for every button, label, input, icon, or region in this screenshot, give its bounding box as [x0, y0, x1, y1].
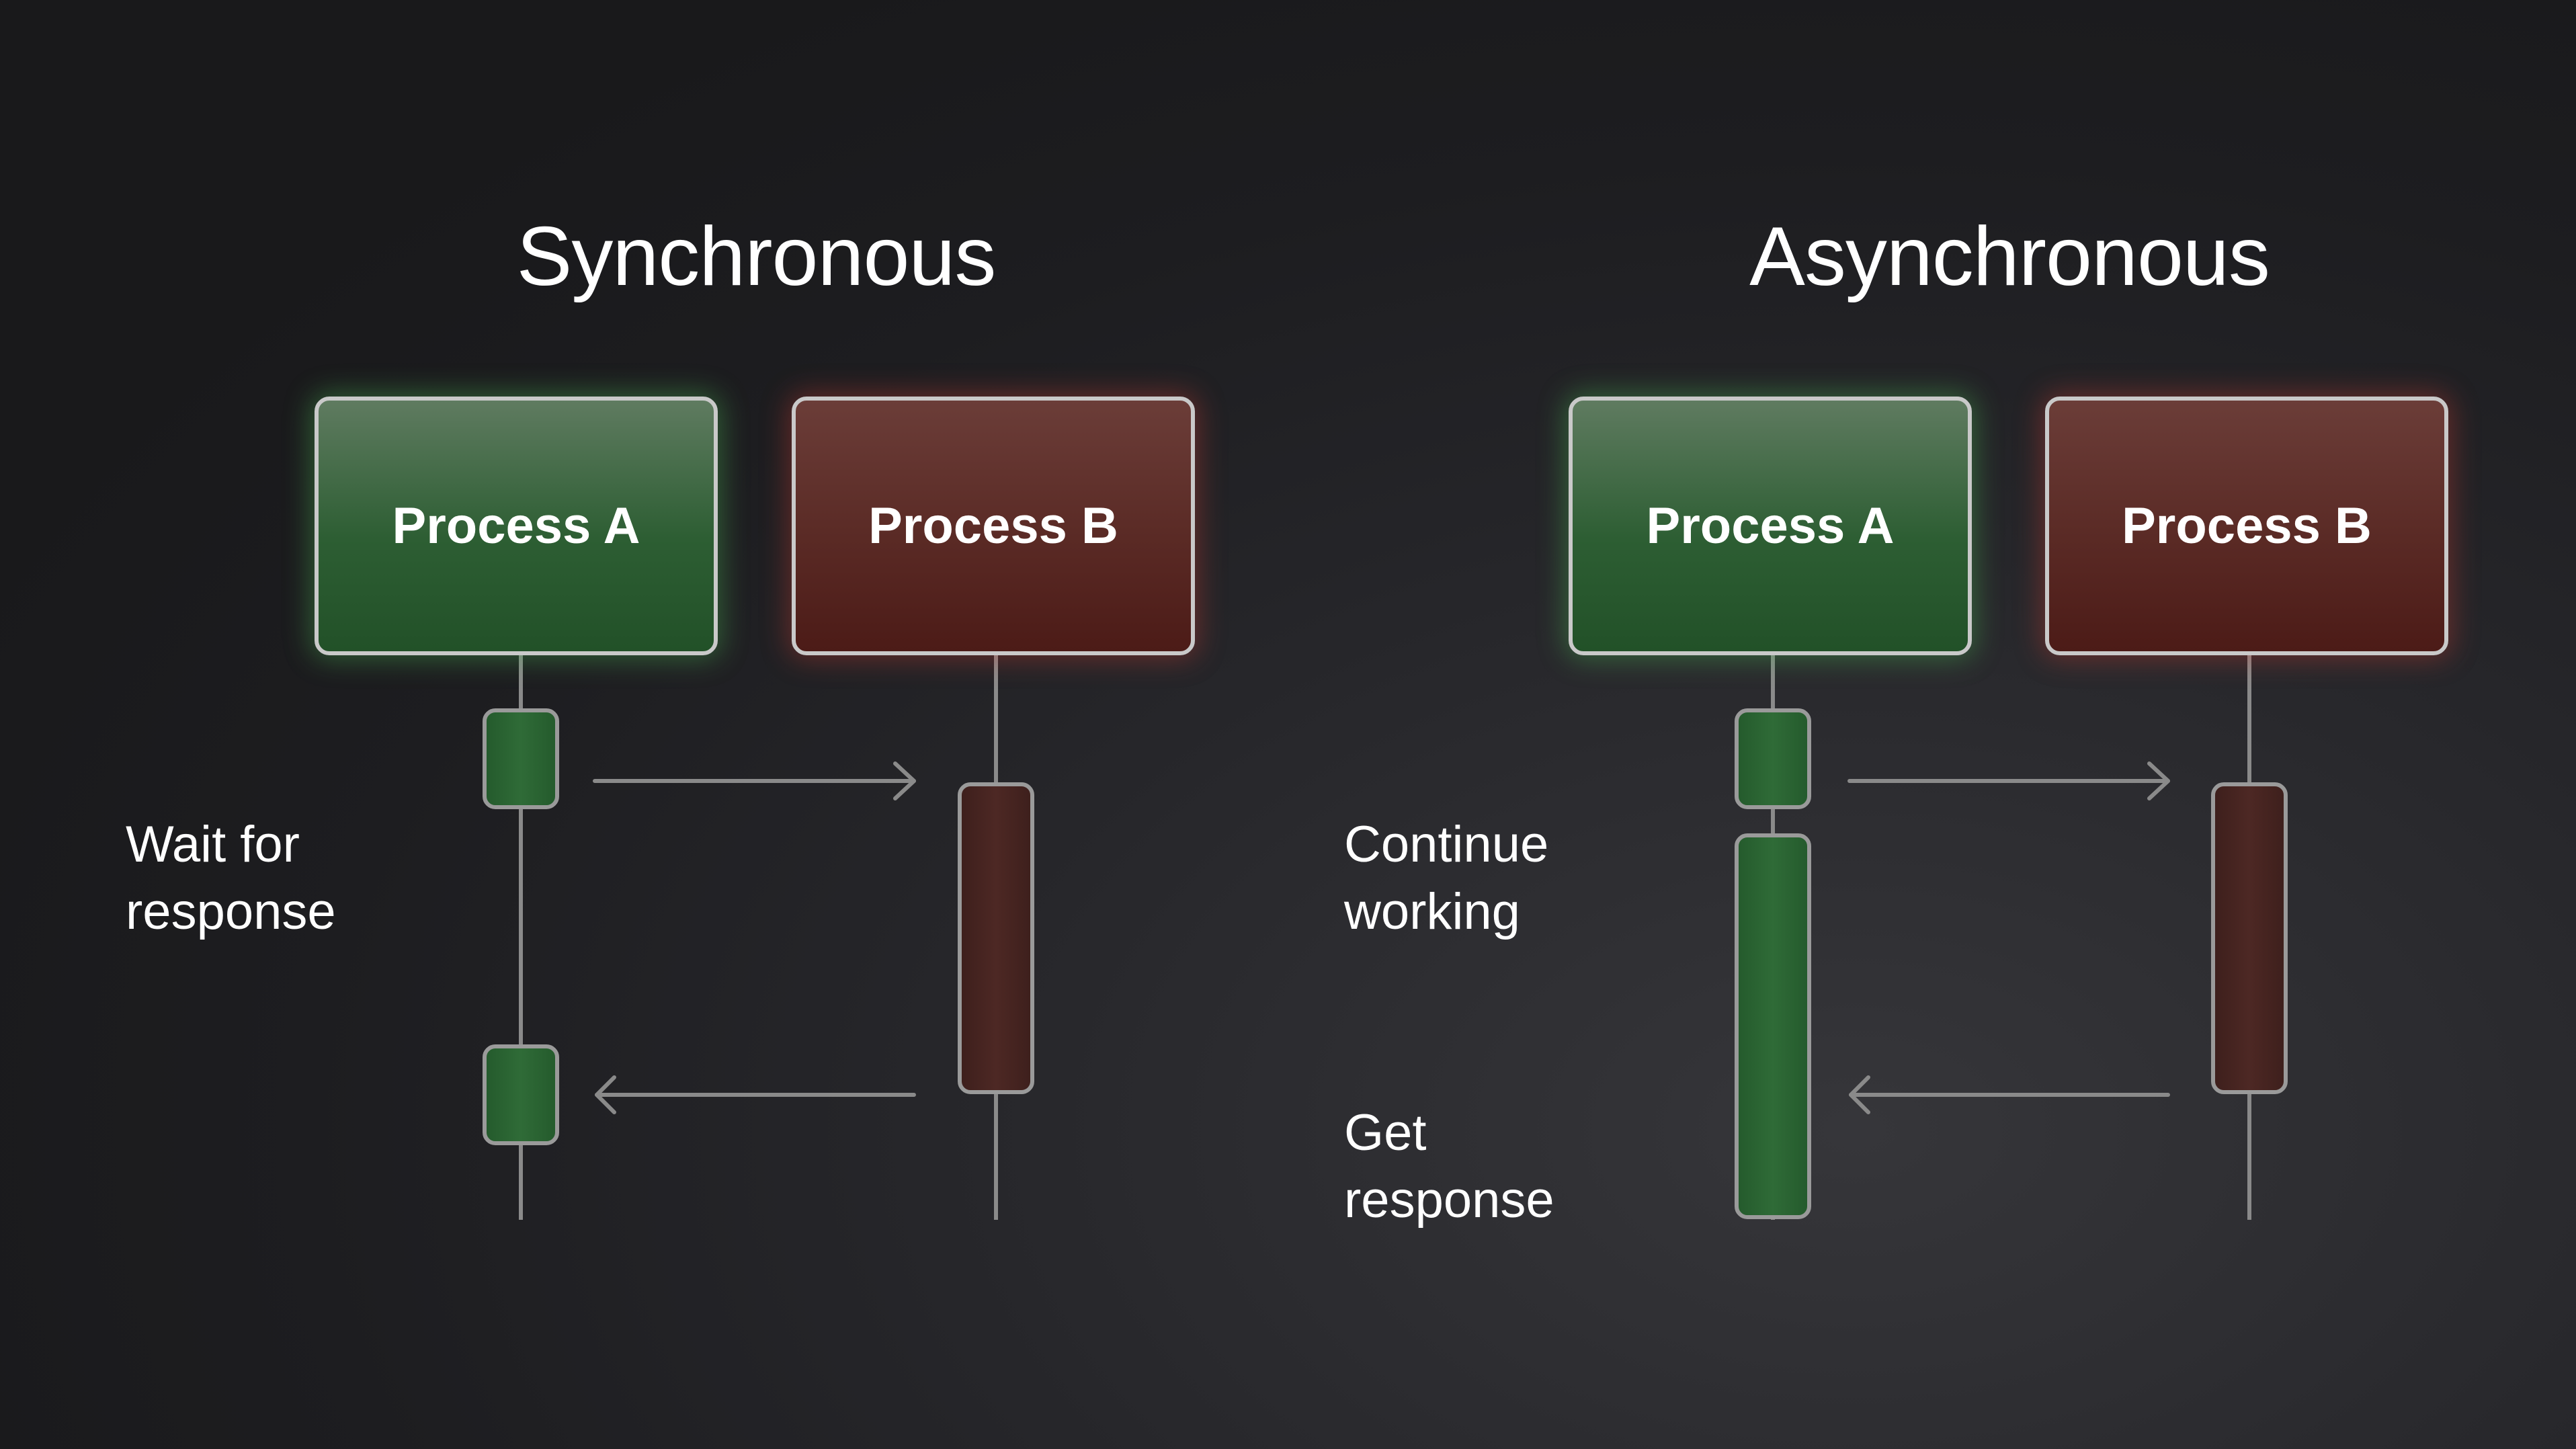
wait-for-response-label: Wait for response [126, 811, 336, 946]
sync-b-activation [958, 782, 1034, 1094]
async-request-arrow [1847, 761, 2170, 800]
asynchronous-title: Asynchronous [1749, 210, 2270, 303]
get-response-label: Get response [1344, 1100, 1554, 1234]
async-process-b-box: Process B [2045, 397, 2448, 655]
synchronous-title: Synchronous [516, 210, 997, 303]
continue-label-line-2: working [1344, 883, 1520, 940]
wait-label-line-1: Wait for [126, 816, 300, 873]
sync-a-activation-receive [483, 1044, 559, 1145]
async-process-a-box: Process A [1569, 397, 1972, 655]
async-a-activation-send [1735, 708, 1811, 809]
get-label-line-2: response [1344, 1171, 1554, 1229]
async-a-activation-continue [1735, 833, 1811, 1219]
async-b-activation [2211, 782, 2288, 1094]
sync-process-b-box: Process B [792, 397, 1195, 655]
sync-response-arrow [595, 1075, 916, 1114]
sync-request-arrow [593, 761, 916, 800]
continue-label-line-1: Continue [1344, 816, 1549, 873]
get-label-line-1: Get [1344, 1104, 1427, 1161]
sync-a-activation-send [483, 708, 559, 809]
sync-process-a-box: Process A [315, 397, 718, 655]
continue-working-label: Continue working [1344, 811, 1548, 946]
wait-label-line-2: response [126, 883, 336, 940]
async-response-arrow [1849, 1075, 2170, 1114]
